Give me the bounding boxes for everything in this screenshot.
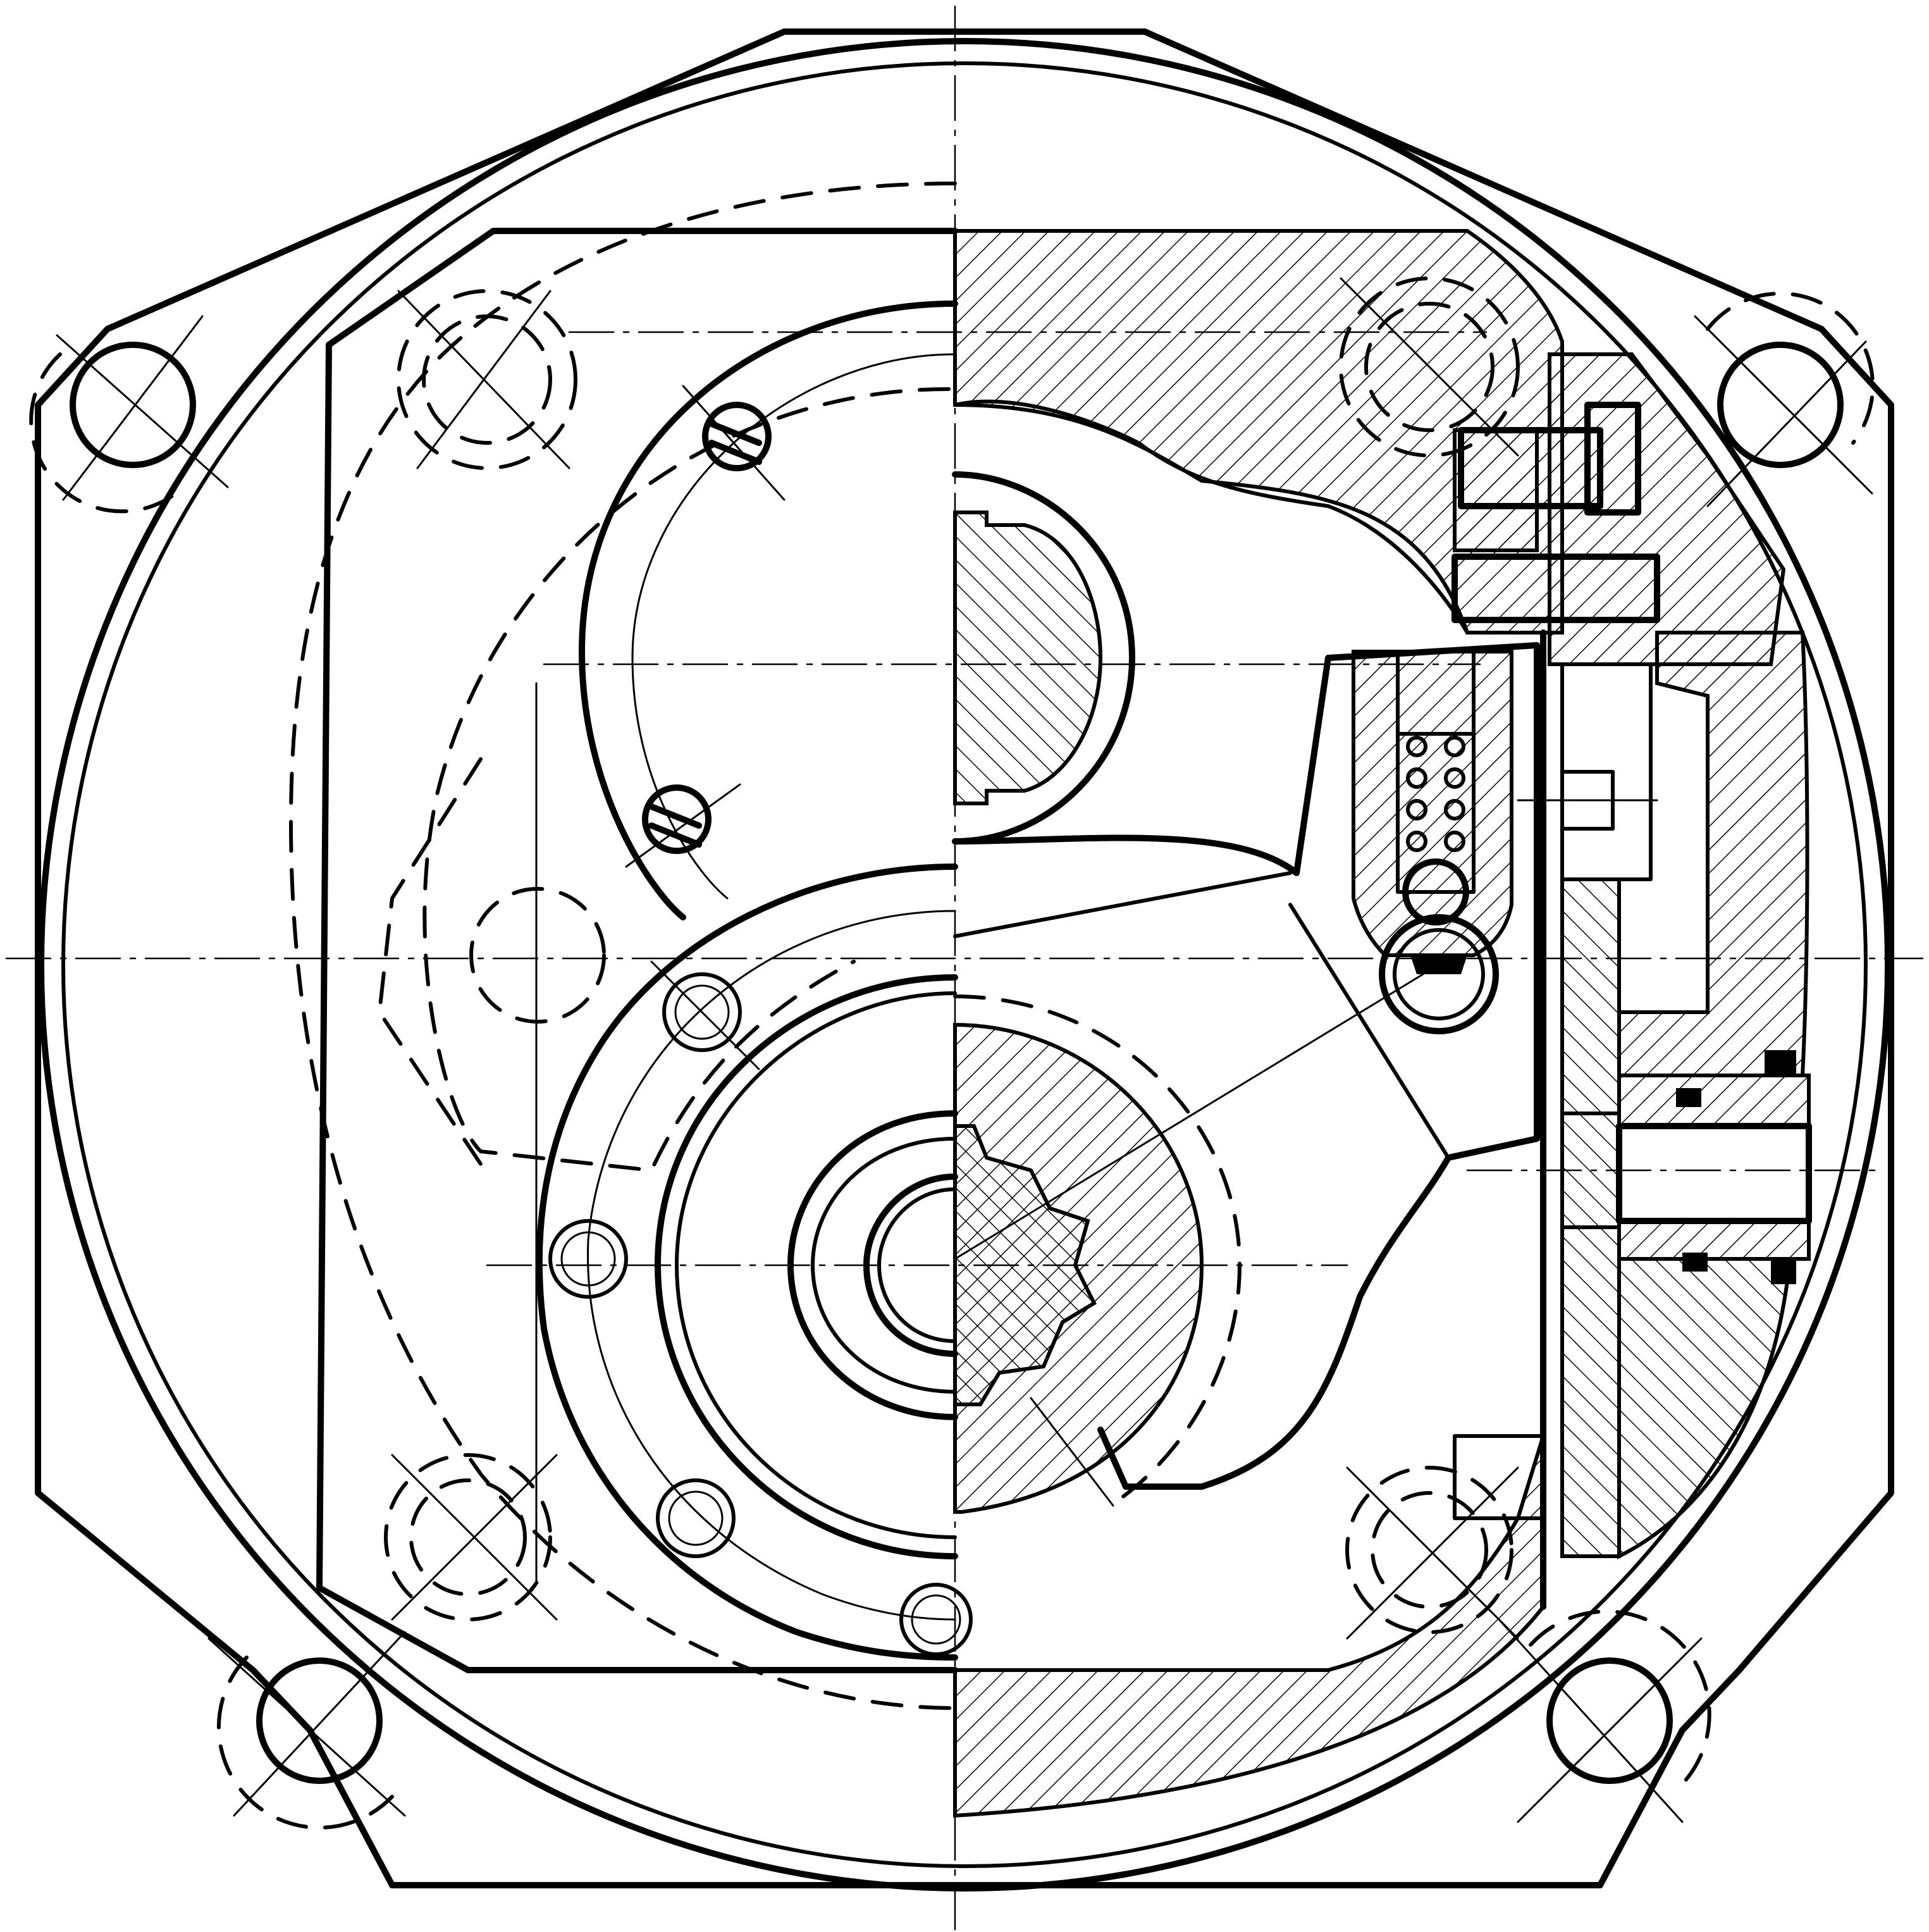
outer-flange: [35, 28, 1894, 1888]
bolt-hole-top-left: [29, 315, 229, 514]
detent-spring: [1406, 736, 1465, 852]
bolt-hole-bottom-right: [1498, 1609, 1711, 1823]
cover-screw-upper: [682, 385, 786, 501]
housing-circle: [38, 38, 1891, 1892]
bolt-hole-bottom-left: [207, 1631, 406, 1830]
left-external-view: [289, 182, 973, 1710]
right-sectional-view: [952, 229, 1812, 1818]
corner-bolt-holes: [29, 291, 1875, 1830]
cover-screw-lower: [625, 783, 741, 868]
bolt-hole-top-right: [1694, 291, 1875, 507]
